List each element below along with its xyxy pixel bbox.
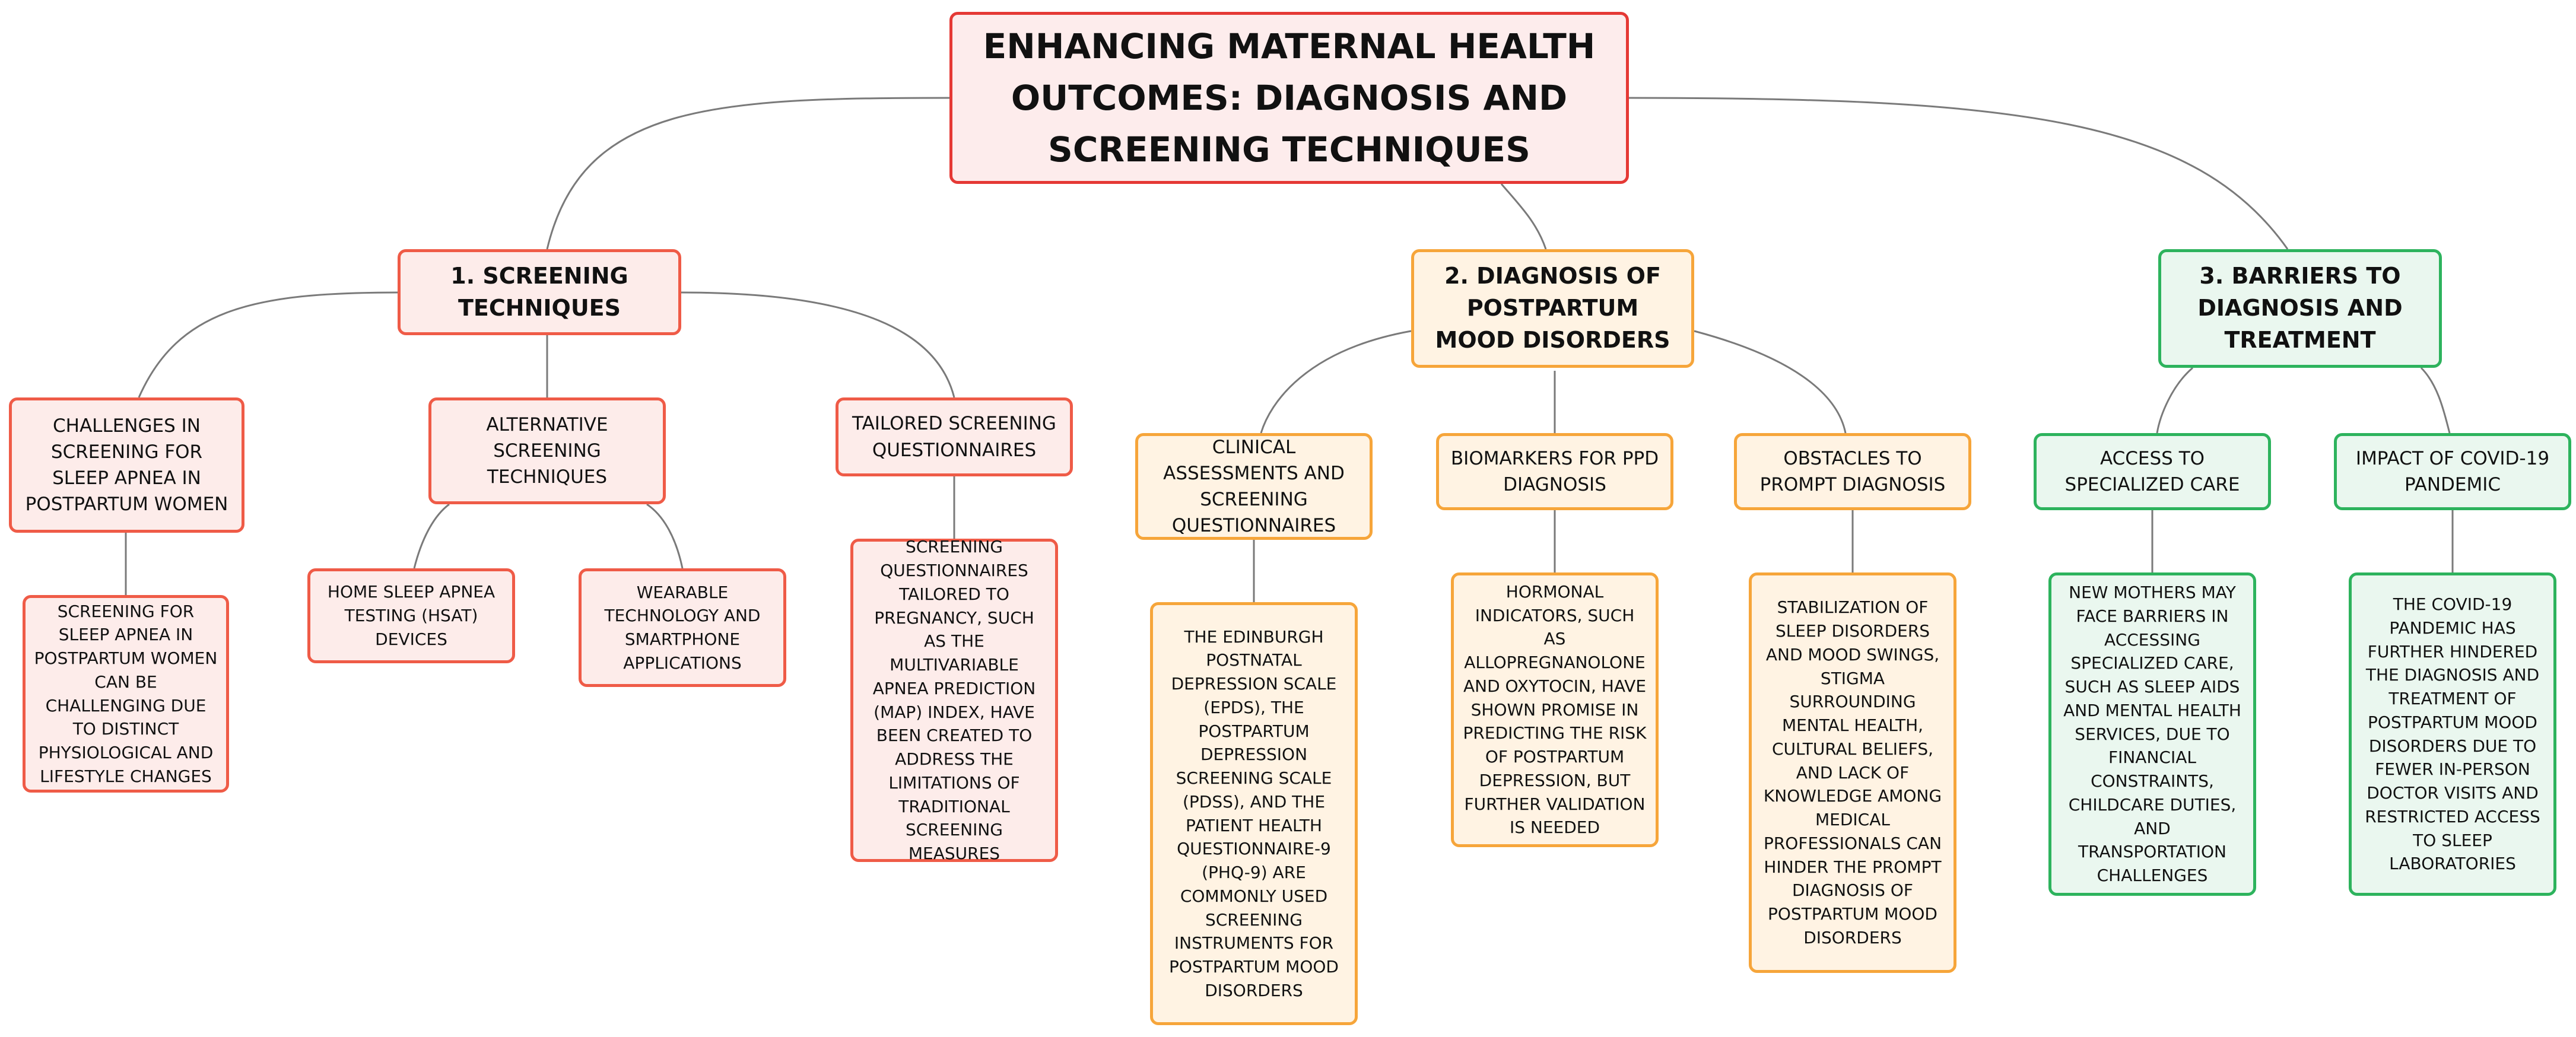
detail-node-map-index[interactable]: SCREENING QUESTIONNAIRES TAILORED TO PRE…	[850, 537, 1058, 863]
child-title: OBSTACLES TO PROMPT DIAGNOSIS	[1759, 447, 1946, 495]
child-title: BIOMARKERS FOR PPD DIAGNOSIS	[1450, 447, 1659, 495]
detail-text: HOME SLEEP APNEA TESTING (HSAT) DEVICES	[327, 582, 495, 649]
detail-node-stigma-cultural-beliefs[interactable]: STABILIZATION OF SLEEP DISORDERS AND MOO…	[1749, 572, 1956, 973]
child-node-obstacles-prompt-diagnosis[interactable]: OBSTACLES TO PROMPT DIAGNOSIS	[1734, 433, 1971, 510]
child-title: CHALLENGES IN SCREENING FOR SLEEP APNEA …	[25, 415, 228, 516]
branch-title: 2. DIAGNOSIS OF POSTPARTUM MOOD DISORDER…	[1435, 263, 1670, 353]
child-title: TAILORED SCREENING QUESTIONNAIRES	[852, 413, 1056, 461]
child-node-alternative-screening[interactable]: ALTERNATIVE SCREENING TECHNIQUES	[428, 397, 666, 504]
link-branch-2-child-1	[1260, 330, 1412, 434]
detail-node-financial-constraints[interactable]: NEW MOTHERS MAY FACE BARRIERS IN ACCESSI…	[2048, 572, 2256, 896]
branch-title: 1. SCREENING TECHNIQUES	[450, 262, 628, 321]
branch-title: 3. BARRIERS TO DIAGNOSIS AND TREATMENT	[2197, 263, 2403, 353]
branch-node-barriers-diagnosis-treatment[interactable]: 3. BARRIERS TO DIAGNOSIS AND TREATMENT	[2158, 249, 2442, 368]
detail-text: SCREENING QUESTIONNAIRES TAILORED TO PRE…	[872, 537, 1036, 863]
detail-node-wearable-technology[interactable]: WEARABLE TECHNOLOGY AND SMARTPHONE APPLI…	[579, 568, 786, 687]
link-branch-1-child-1	[138, 291, 398, 398]
detail-node-hsat-devices[interactable]: HOME SLEEP APNEA TESTING (HSAT) DEVICES	[307, 568, 515, 663]
link-root-branch-1	[546, 97, 950, 250]
child-title: ACCESS TO SPECIALIZED CARE	[2064, 447, 2240, 495]
child-node-challenges-sleep-apnea[interactable]: CHALLENGES IN SCREENING FOR SLEEP APNEA …	[9, 397, 244, 533]
link-root-branch-2	[1500, 183, 1547, 250]
child-node-tailored-questionnaires[interactable]: TAILORED SCREENING QUESTIONNAIRES	[836, 397, 1073, 476]
detail-text: THE EDINBURGH POSTNATAL DEPRESSION SCALE…	[1169, 626, 1339, 1000]
child-title: CLINICAL ASSESSMENTS AND SCREENING QUEST…	[1163, 436, 1345, 537]
root-node[interactable]: ENHANCING MATERNAL HEALTH OUTCOMES: DIAG…	[949, 12, 1629, 184]
branch-node-diagnosis-mood-disorders[interactable]: 2. DIAGNOSIS OF POSTPARTUM MOOD DISORDER…	[1411, 249, 1694, 368]
link-branch-3-child-2	[2420, 367, 2451, 434]
branch-node-screening-techniques[interactable]: 1. SCREENING TECHNIQUES	[398, 249, 681, 335]
link-branch-2-child-3	[1694, 330, 1847, 434]
link-child-1-2-detail-1	[413, 503, 450, 569]
link-root-branch-3	[1628, 97, 2289, 250]
detail-text: NEW MOTHERS MAY FACE BARRIERS IN ACCESSI…	[2063, 583, 2241, 886]
detail-node-sleep-apnea-challenge[interactable]: SCREENING FOR SLEEP APNEA IN POSTPARTUM …	[23, 595, 229, 793]
detail-text: HORMONAL INDICATORS, SUCH AS ALLOPREGNAN…	[1463, 581, 1647, 838]
detail-text: WEARABLE TECHNOLOGY AND SMARTPHONE APPLI…	[604, 582, 761, 673]
root-title: ENHANCING MATERNAL HEALTH OUTCOMES: DIAG…	[983, 26, 1596, 170]
link-branch-1-child-3	[681, 291, 955, 398]
link-child-1-2-detail-2	[646, 503, 684, 569]
detail-text: SCREENING FOR SLEEP APNEA IN POSTPARTUM …	[34, 601, 218, 786]
child-title: IMPACT OF COVID-19 PANDEMIC	[2355, 447, 2550, 495]
detail-node-covid-19-hindrance[interactable]: THE COVID-19 PANDEMIC HAS FURTHER HINDER…	[2349, 572, 2556, 896]
link-branch-3-child-1	[2156, 367, 2193, 434]
detail-node-hormonal-indicators[interactable]: HORMONAL INDICATORS, SUCH AS ALLOPREGNAN…	[1451, 572, 1659, 847]
child-node-clinical-assessments[interactable]: CLINICAL ASSESSMENTS AND SCREENING QUEST…	[1135, 433, 1373, 540]
child-node-biomarkers[interactable]: BIOMARKERS FOR PPD DIAGNOSIS	[1436, 433, 1673, 510]
child-node-access-specialized-care[interactable]: ACCESS TO SPECIALIZED CARE	[2034, 433, 2271, 510]
child-node-covid-19-impact[interactable]: IMPACT OF COVID-19 PANDEMIC	[2334, 433, 2571, 510]
child-title: ALTERNATIVE SCREENING TECHNIQUES	[486, 413, 608, 488]
detail-text: THE COVID-19 PANDEMIC HAS FURTHER HINDER…	[2365, 594, 2540, 874]
detail-text: STABILIZATION OF SLEEP DISORDERS AND MOO…	[1763, 597, 1942, 947]
detail-node-screening-instruments[interactable]: THE EDINBURGH POSTNATAL DEPRESSION SCALE…	[1150, 602, 1358, 1025]
